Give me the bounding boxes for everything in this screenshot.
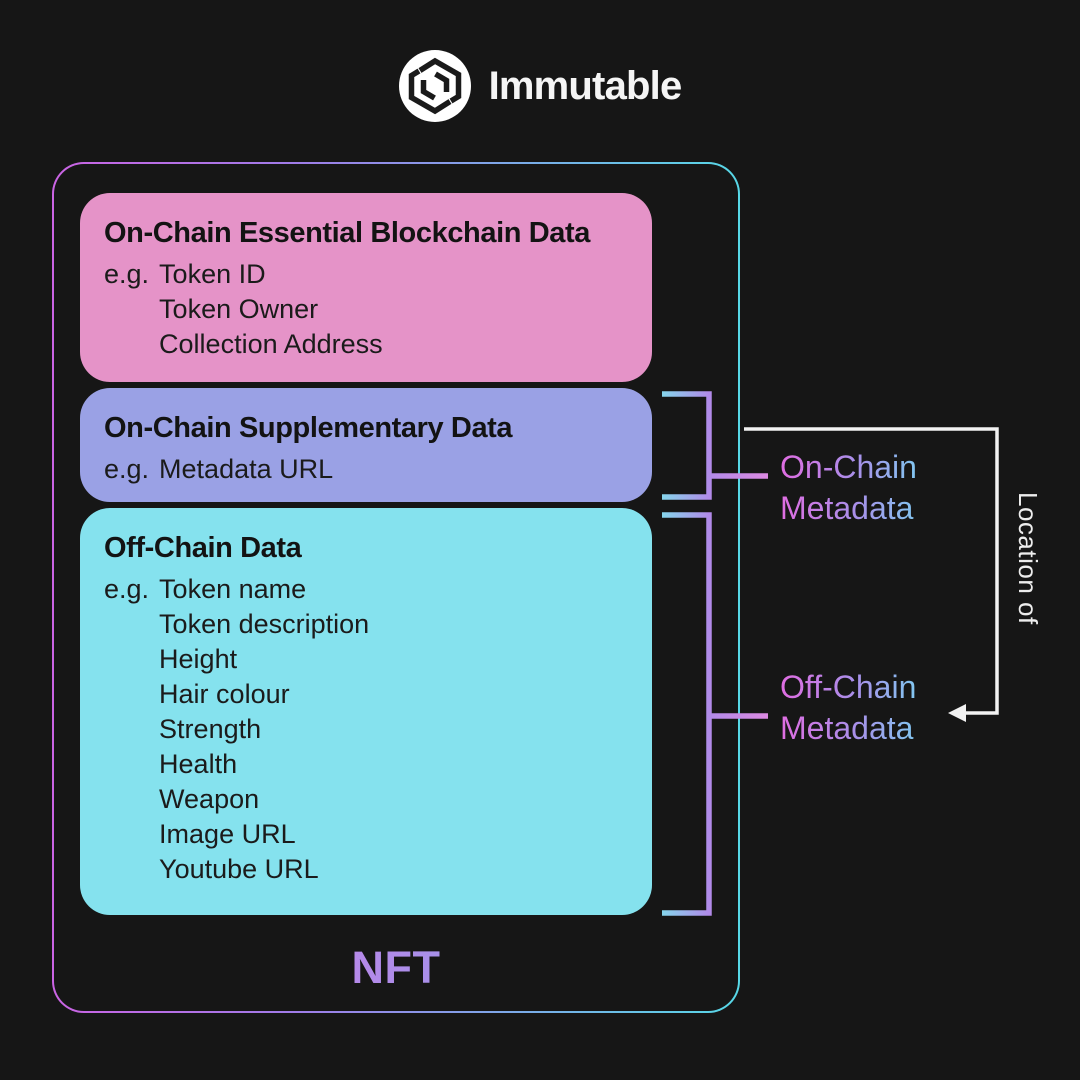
list-item: Collection Address — [159, 329, 383, 359]
card-onchain-essential: On-Chain Essential Blockchain Data e.g. … — [80, 193, 652, 382]
list-item: Height — [159, 644, 238, 674]
brand-name: Immutable — [488, 63, 683, 108]
list-item: Image URL — [159, 819, 296, 849]
label-line: Metadata — [780, 710, 914, 746]
list-item: Strength — [159, 714, 262, 744]
left-arrowhead-icon — [948, 704, 966, 722]
list-item: Weapon — [159, 784, 260, 814]
list-item: Token name — [159, 574, 307, 604]
list-item: Health — [159, 749, 238, 779]
card-title: Off-Chain Data — [104, 532, 302, 564]
list-item: Token ID — [159, 259, 266, 289]
example-list: Metadata URL — [159, 452, 333, 487]
eg-label: e.g. — [104, 574, 150, 604]
list-item: Token Owner — [159, 294, 319, 324]
location-of-label: Location of — [1013, 492, 1043, 625]
card-title: On-Chain Essential Blockchain Data — [104, 217, 590, 249]
label-line: Metadata — [780, 490, 914, 526]
eg-label: e.g. — [104, 259, 150, 289]
card-title: On-Chain Supplementary Data — [104, 412, 513, 444]
immutable-hexagon-glyph — [408, 57, 461, 115]
list-item: Metadata URL — [159, 454, 334, 484]
onchain-metadata-label: On-Chain Metadata — [780, 447, 917, 529]
list-item: Hair colour — [159, 679, 290, 709]
eg-label: e.g. — [104, 454, 150, 484]
nft-container-box: On-Chain Essential Blockchain Data e.g. … — [52, 162, 740, 1013]
brand-header: Immutable — [0, 50, 1080, 122]
label-line: Off-Chain — [780, 669, 917, 705]
immutable-logo-icon — [398, 50, 471, 122]
list-item: Youtube URL — [159, 854, 319, 884]
nft-label: NFT — [54, 942, 738, 994]
card-onchain-supplementary: On-Chain Supplementary Data e.g. Metadat… — [80, 388, 652, 502]
list-item: Token description — [159, 609, 370, 639]
offchain-metadata-label: Off-Chain Metadata — [780, 667, 916, 749]
card-examples: e.g. Metadata URL — [104, 452, 628, 487]
label-line: On-Chain — [780, 449, 917, 485]
